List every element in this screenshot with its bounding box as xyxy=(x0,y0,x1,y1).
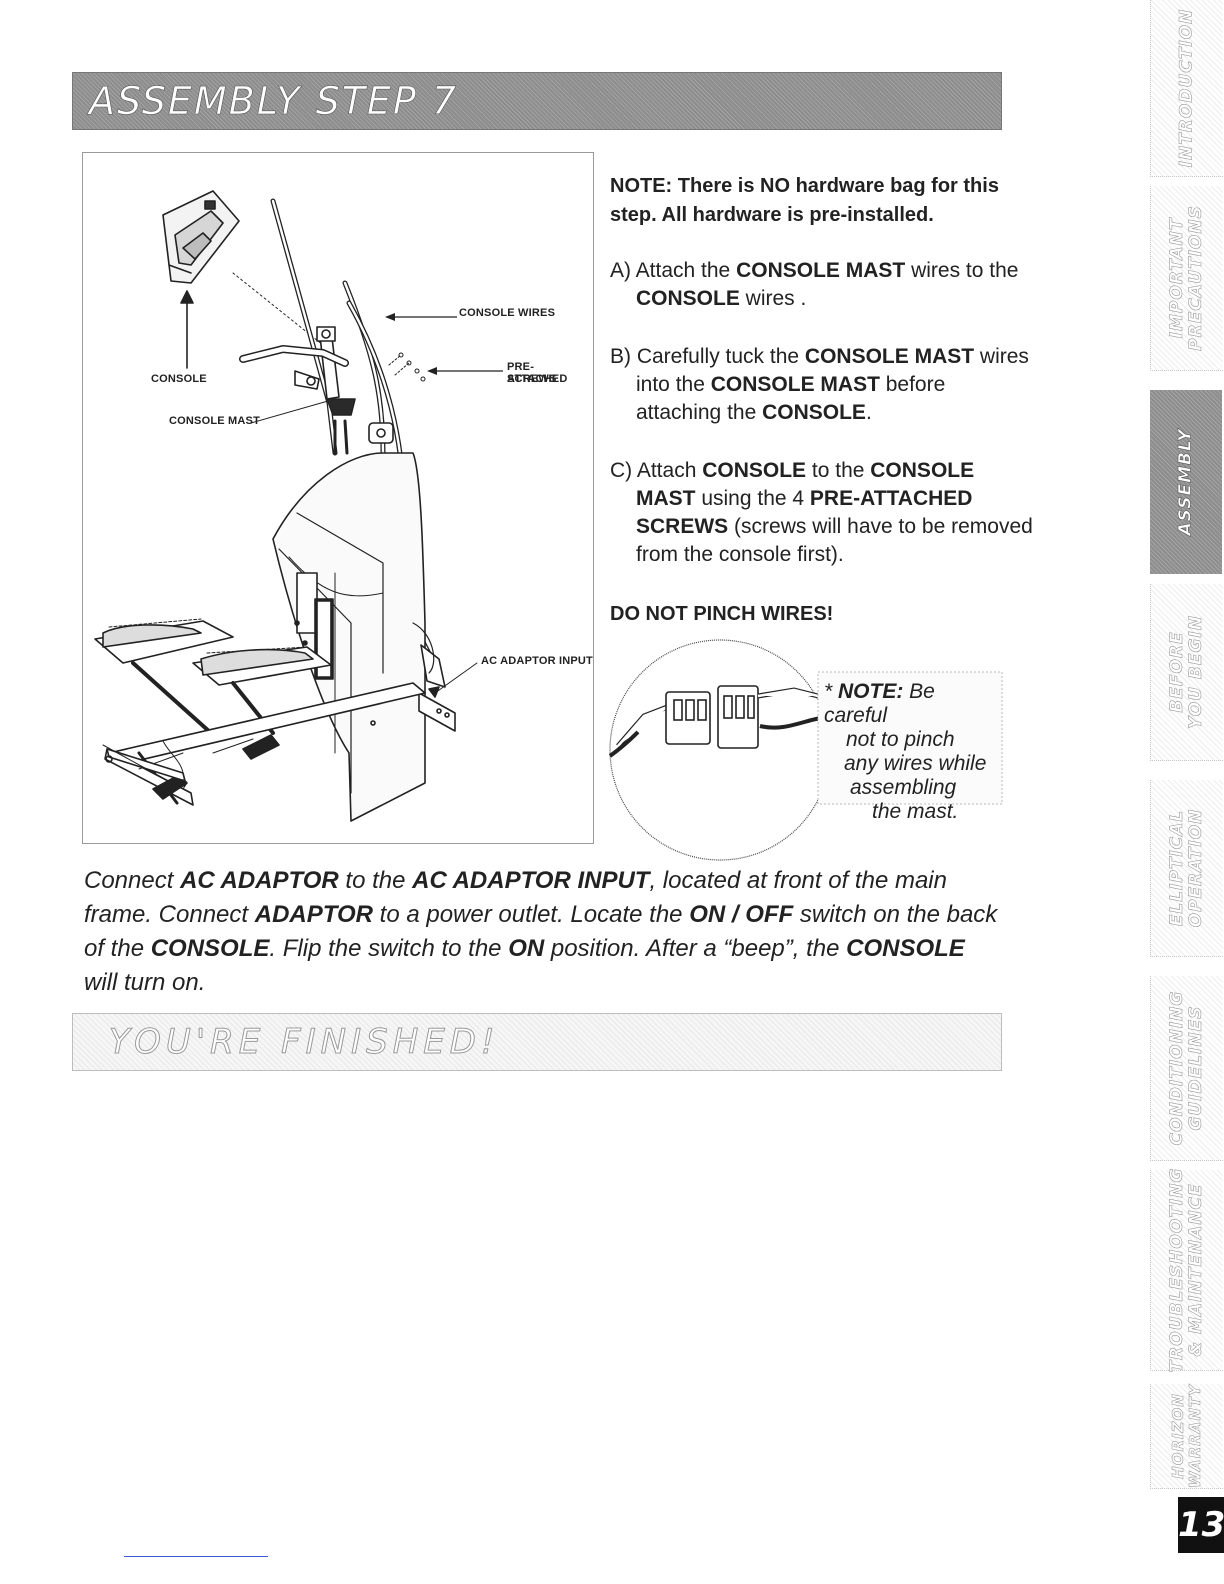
step-c-term: CONSOLE MAST xyxy=(636,459,975,510)
step-b-term: CONSOLE MAST xyxy=(710,373,880,396)
paragraph-term: AC ADAPTOR INPUT xyxy=(412,867,650,894)
step-c-text: (screws will have to be removed from the… xyxy=(636,515,1033,566)
tab-label-line: TROUBLESHOOTING xyxy=(1167,1167,1188,1373)
finished-banner: YOU'RE FINISHED! xyxy=(72,1013,1002,1071)
tab-label-line: PRECAUTIONS xyxy=(1186,205,1207,351)
instruction-step-a: A) Attach the CONSOLE MAST wires to the … xyxy=(610,257,1036,313)
detail-note: * NOTE: Be careful not to pinch any wire… xyxy=(824,680,994,824)
tab-label-line: OPERATION xyxy=(1186,808,1207,928)
step-a-term: CONSOLE MAST xyxy=(736,259,906,282)
paragraph-term: CONSOLE xyxy=(150,935,270,962)
step-a-text: A) Attach the xyxy=(610,259,737,282)
detail-note-label: NOTE: xyxy=(838,680,904,703)
tab-label-line: BEFORE xyxy=(1167,631,1188,713)
paragraph-text: . Flip the switch to the xyxy=(269,935,509,962)
tab-label-line: ASSEMBLY xyxy=(1175,428,1196,536)
detail-note-line: assembling xyxy=(850,776,957,799)
tab-introduction[interactable]: INTRODUCTION xyxy=(1150,0,1223,177)
step-b-text: before attaching the xyxy=(636,373,946,424)
step-c-text: C) Attach xyxy=(610,459,703,482)
tab-label-line: INTRODUCTION xyxy=(1176,8,1197,168)
arrow-console-wires xyxy=(385,313,457,321)
step-c-term: PRE-ATTACHED SCREWS xyxy=(636,487,973,538)
paragraph-text: position. After a “beep”, the xyxy=(544,935,847,962)
tab-troubleshooting-maintenance[interactable]: TROUBLESHOOTING& MAINTENANCE xyxy=(1150,1167,1223,1373)
tab-label-line: IMPORTANT xyxy=(1167,217,1188,339)
step-a-term: CONSOLE xyxy=(636,287,740,310)
callout-console-wires: CONSOLE WIRES xyxy=(459,307,556,319)
arrow-pre-attached-screws xyxy=(427,367,503,375)
tab-label-line: WARRANTY xyxy=(1186,1384,1205,1489)
pinch-warning: DO NOT PINCH WIRES! xyxy=(610,603,834,625)
step-b-term: CONSOLE MAST xyxy=(804,345,975,368)
step-a-text: wires . xyxy=(739,287,807,310)
footer-rule xyxy=(124,1556,268,1557)
step-b-text: . xyxy=(865,401,872,424)
detail-note-line: not to pinch xyxy=(846,728,955,751)
elliptical-drawing xyxy=(94,190,478,822)
tab-label: INTRODUCTION xyxy=(1176,8,1197,168)
instruction-step-c: C) Attach CONSOLE to the CONSOLE MAST us… xyxy=(610,457,1036,569)
tab-label-line: HORIZON xyxy=(1169,1393,1188,1479)
callout-screws: SCREWS xyxy=(507,373,557,385)
paragraph-term: ADAPTOR xyxy=(254,901,373,928)
finished-title: YOU'RE FINISHED! xyxy=(109,1022,500,1063)
paragraph-text: Connect xyxy=(84,867,181,894)
paragraph-term: CONSOLE xyxy=(846,935,965,962)
tab-label: TROUBLESHOOTING& MAINTENANCE xyxy=(1167,1167,1207,1373)
step-c-text: using the 4 xyxy=(695,487,810,510)
step-b-text: B) Carefully tuck the xyxy=(610,345,805,368)
tab-label-line: ELLIPTICAL xyxy=(1167,809,1188,927)
assembly-illustration: CONSOLE WIRES PRE-ATTACHED SCREWS CONSOL… xyxy=(82,152,594,844)
tab-label-line: CONDITIONING xyxy=(1167,990,1188,1146)
step-title: ASSEMBLY STEP 7 xyxy=(89,79,459,124)
note-line-1: NOTE: There is NO hardware bag for this xyxy=(610,175,999,197)
connect-adaptor-paragraph: Connect AC ADAPTOR to the AC ADAPTOR INP… xyxy=(84,864,1000,1000)
paragraph-term: ON xyxy=(508,935,545,962)
step-c-text: to the xyxy=(806,459,871,482)
step-b-term: CONSOLE xyxy=(762,401,866,424)
detail-note-line: * NOTE: Be careful xyxy=(824,680,994,728)
paragraph-text: switch on the back of the xyxy=(84,901,998,962)
console-unit xyxy=(162,190,240,284)
step-c-term: CONSOLE xyxy=(702,459,807,482)
step-b-text: wires into the xyxy=(636,345,1029,396)
detail-note-line: any wires while xyxy=(844,752,987,775)
callout-ac-adaptor-input: AC ADAPTOR INPUT xyxy=(481,655,593,667)
paragraph-term: ON / OFF xyxy=(689,901,794,928)
page-number: 13 xyxy=(1178,1497,1224,1553)
tab-label-line: YOU BEGIN xyxy=(1186,615,1207,730)
step-header-banner: ASSEMBLY STEP 7 xyxy=(72,72,1002,130)
paragraph-text: to a power outlet. Locate the xyxy=(372,901,690,928)
tab-label: ASSEMBLY xyxy=(1175,428,1196,536)
detail-note-line: the mast. xyxy=(872,800,959,823)
paragraph-text: will turn on. xyxy=(84,969,206,996)
tab-assembly[interactable]: ASSEMBLY xyxy=(1150,390,1222,574)
wire-connector-detail xyxy=(608,639,1003,861)
hardware-note: NOTE: There is NO hardware bag for this … xyxy=(610,172,1010,230)
detail-note-text: Be careful xyxy=(824,680,935,727)
callout-console: CONSOLE xyxy=(151,373,207,385)
tab-label-line: & MAINTENANCE xyxy=(1186,1183,1207,1357)
note-line-2: step. All hardware is pre-installed. xyxy=(610,204,934,226)
paragraph-text: to the xyxy=(338,867,413,894)
callout-console-mast: CONSOLE MAST xyxy=(169,415,261,427)
step-a-text: wires to the xyxy=(905,259,1019,282)
instruction-step-b: B) Carefully tuck the CONSOLE MAST wires… xyxy=(610,343,1036,427)
tab-label-line: GUIDELINES xyxy=(1186,1005,1207,1131)
callout-pre-attached: PRE-ATTACHED xyxy=(507,361,568,385)
paragraph-text: , located at front of the main frame. Co… xyxy=(84,867,947,928)
asterisk: * xyxy=(824,680,839,703)
paragraph-term: AC ADAPTOR xyxy=(180,867,339,894)
